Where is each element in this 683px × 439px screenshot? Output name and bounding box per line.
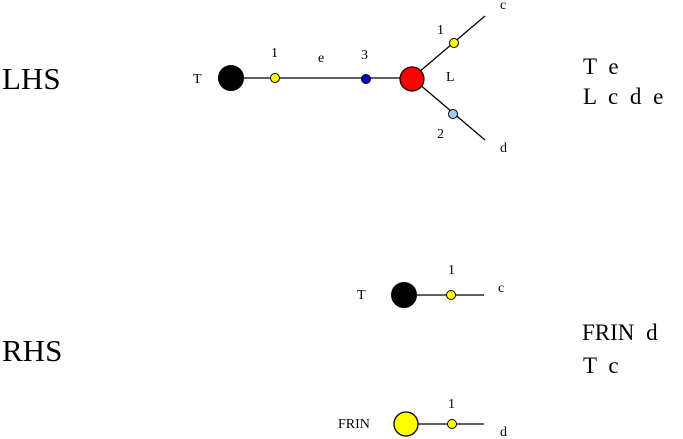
lhs-label: LHS <box>2 61 61 96</box>
rhs-top-port-label: 1 <box>448 263 455 278</box>
rhs-frin-node <box>393 411 419 437</box>
rhs-term-2: T c <box>583 353 619 378</box>
lhs-t-label: T <box>193 72 202 87</box>
rhs-frin-label: FRIN <box>338 417 370 432</box>
rhs-bottom-port-label: 1 <box>448 397 455 412</box>
lhs-upper-port <box>449 38 459 48</box>
lhs-port-1 <box>270 73 280 83</box>
rhs-d-label: d <box>500 425 507 439</box>
rhs-label: RHS <box>2 333 62 368</box>
lhs-lower-edge <box>411 77 486 141</box>
lhs-term-2: L c d e <box>583 84 663 109</box>
lhs-upper-edge <box>411 15 486 79</box>
lhs-edge-label: e <box>318 51 324 66</box>
rhs-c-label: c <box>498 281 504 296</box>
lhs-d-label: d <box>500 141 507 156</box>
lhs-port3-label: 3 <box>361 48 368 63</box>
lhs-port-3 <box>361 74 371 84</box>
rhs-bottom-port <box>447 419 457 429</box>
lhs-upper-port-label: 1 <box>437 23 444 38</box>
lhs-l-node <box>399 66 425 92</box>
lhs-c-label: c <box>500 0 506 13</box>
lhs-term-1: T e <box>583 54 619 79</box>
lhs-t-node <box>218 65 244 91</box>
rhs-t-node <box>391 282 417 308</box>
rhs-top-port <box>446 290 456 300</box>
rhs-term-1: FRIN d <box>582 320 658 345</box>
lhs-lower-port <box>448 109 458 119</box>
lhs-l-label: L <box>446 70 455 85</box>
lhs-lower-port-label: 2 <box>437 127 444 142</box>
rhs-t-label: T <box>357 288 366 303</box>
lhs-port1-label: 1 <box>271 46 278 61</box>
